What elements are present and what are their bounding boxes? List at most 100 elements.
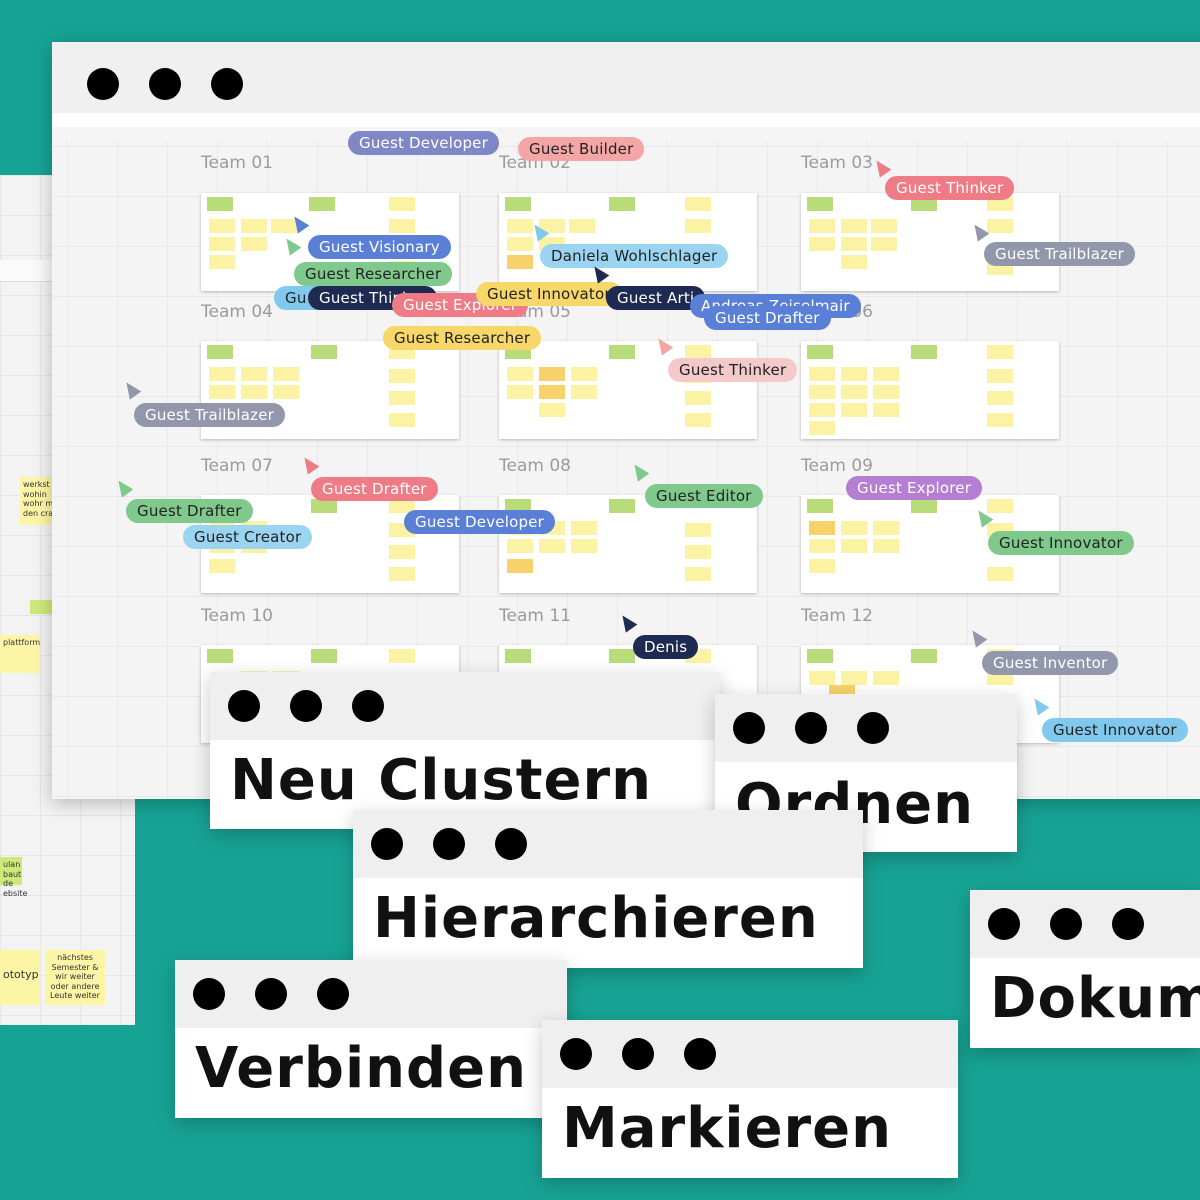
collaborator-tag: Guest Innovator — [988, 531, 1134, 555]
window-dot-icon — [622, 1038, 654, 1070]
cursor-icon — [298, 453, 320, 475]
action-card-ordnen[interactable]: Ordnen — [715, 694, 1017, 852]
cursor-icon — [288, 212, 310, 234]
collaborator-tag: Guest Researcher — [383, 326, 542, 350]
collaborator-tag: Guest Thinker — [668, 358, 798, 382]
window-dot-icon — [857, 712, 889, 744]
team-card[interactable] — [201, 341, 459, 439]
cursor-icon — [968, 220, 990, 242]
team-label: Team 12 — [801, 606, 873, 626]
cursor-icon — [628, 460, 650, 482]
collaborator-tag: Guest Thinker — [885, 176, 1015, 200]
window-dot-icon — [495, 828, 527, 860]
cursor-icon — [972, 506, 994, 528]
collaborator-tag: Guest Creator — [183, 525, 313, 549]
team-card[interactable] — [499, 193, 757, 291]
cursor-icon — [616, 611, 638, 633]
team-label: Team 09 — [801, 456, 873, 476]
collaborator-tag: Guest Drafter — [126, 499, 253, 523]
window-dot-icon[interactable] — [87, 68, 119, 100]
action-card-neu-clustern[interactable]: Neu Clustern — [210, 672, 720, 829]
collaborator-tag: Guest Explorer — [846, 476, 983, 500]
cursor-icon — [870, 156, 892, 178]
team-card[interactable] — [499, 341, 757, 439]
action-card-verbinden[interactable]: Verbinden — [175, 960, 567, 1118]
sticky-text: wohin — [23, 489, 47, 499]
sticky-note: nächstes Semester & wir weiter oder ande… — [45, 950, 105, 1005]
cursor-icon — [120, 378, 142, 400]
cursor-icon — [588, 262, 610, 284]
collaborator-tag: Daniela Wohlschlager — [540, 244, 729, 268]
action-card-markieren[interactable]: Markieren — [542, 1020, 958, 1178]
window-dot-icon — [255, 978, 287, 1010]
team-card[interactable] — [801, 341, 1059, 439]
window-dot-icon — [560, 1038, 592, 1070]
window-controls — [733, 712, 889, 744]
window-dot-icon[interactable] — [149, 68, 181, 100]
sticky-text: baut de — [3, 869, 22, 889]
window-controls[interactable] — [87, 68, 243, 100]
team-label: Team 08 — [499, 456, 571, 476]
action-card-titlebar — [970, 890, 1200, 958]
window-dot-icon — [290, 690, 322, 722]
sticky-note: ototyp — [0, 950, 40, 1005]
action-card-dokumentieren[interactable]: Dokum — [970, 890, 1200, 1048]
cursor-icon — [966, 626, 988, 648]
cursor-icon — [652, 334, 674, 356]
window-dot-icon — [733, 712, 765, 744]
collaborator-tag: Guest Researcher — [294, 262, 453, 286]
cursor-icon — [112, 476, 134, 498]
collaborator-tag: Guest Editor — [645, 484, 763, 508]
sticky-note — [30, 600, 55, 614]
window-dot-icon — [684, 1038, 716, 1070]
team-label: Team 04 — [201, 302, 273, 322]
window-titlebar — [52, 42, 1200, 127]
action-card-titlebar — [175, 960, 567, 1028]
collaborator-tag: Guest Inventor — [982, 651, 1119, 675]
action-card-titlebar — [715, 694, 1017, 762]
window-dot-icon — [371, 828, 403, 860]
collaborator-tag: Guest Innovator — [476, 282, 622, 306]
window-dot-icon — [317, 978, 349, 1010]
sticky-text: ototyp — [3, 968, 39, 981]
collaborator-tag: Denis — [633, 635, 699, 659]
collaborator-tag: Guest Innovator — [1042, 718, 1188, 742]
sticky-note: ulan baut de ebsite — [0, 857, 27, 898]
sticky-text: ulan — [3, 860, 21, 869]
sticky-note: plattform — [0, 635, 40, 673]
action-label: Markieren — [562, 1096, 893, 1161]
collaborator-tag: Guest Arti — [606, 286, 706, 310]
team-label: Team 01 — [201, 153, 273, 173]
sticky-text: ebsite — [3, 888, 28, 898]
action-card-titlebar — [210, 672, 720, 740]
collaborator-tag: Guest Drafter — [704, 306, 831, 330]
collaborator-tag: Guest Trailblazer — [984, 242, 1136, 266]
action-label: Hierarchieren — [373, 886, 819, 951]
action-card-titlebar — [353, 810, 863, 878]
team-label: Team 07 — [201, 456, 273, 476]
cursor-icon — [1028, 694, 1050, 716]
sticky-text: nächstes Semester & wir weiter oder ande… — [50, 953, 100, 1001]
window-dot-icon — [352, 690, 384, 722]
window-dot-icon — [193, 978, 225, 1010]
team-label: Team 03 — [801, 153, 873, 173]
action-card-titlebar — [542, 1020, 958, 1088]
collaborator-tag: Guest Drafter — [311, 477, 438, 501]
window-controls — [560, 1038, 716, 1070]
cursor-icon — [280, 234, 302, 256]
sticky-text: werkst — [23, 480, 50, 489]
cursor-icon — [528, 220, 550, 242]
collaborator-tag: Guest Visionary — [308, 235, 451, 259]
sticky-text: wohr m — [23, 499, 54, 509]
window-dot-icon — [795, 712, 827, 744]
sticky-text: plattform — [3, 638, 41, 647]
window-controls — [371, 828, 527, 860]
window-controls — [988, 908, 1144, 940]
window-dot-icon[interactable] — [211, 68, 243, 100]
window-dot-icon — [1050, 908, 1082, 940]
action-label: Neu Clustern — [230, 748, 652, 813]
action-card-hierarchieren[interactable]: Hierarchieren — [353, 810, 863, 968]
collaborator-tag: Guest Builder — [518, 137, 645, 161]
window-dot-icon — [228, 690, 260, 722]
board-canvas[interactable]: Team 01 Team 02 Team 03 Team 04 Team 05 … — [52, 131, 1200, 799]
